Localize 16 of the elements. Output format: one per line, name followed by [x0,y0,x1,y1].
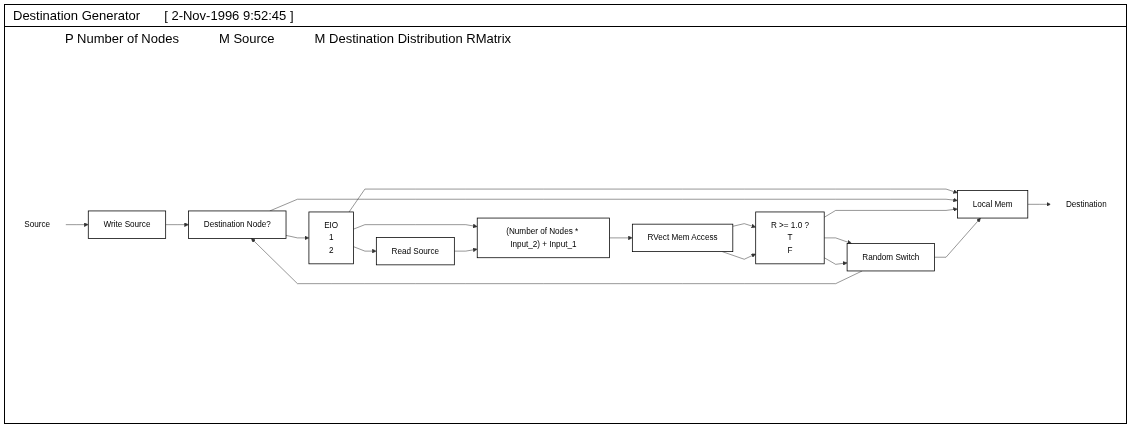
node-text: Destination [1065,199,1107,209]
node-box: EIO 1 2 [308,211,354,265]
node-box: RVect Mem Access [631,223,734,253]
node-box: Local Mem [957,190,1029,219]
timestamp: [ 2-Nov-1996 9:52:45 ] [164,8,294,23]
node-box: (Number of Nodes * Input_2) + Input_1 [476,217,610,259]
node-box: Destination Node? [188,210,287,239]
node-box: Write Source [87,210,167,239]
node-box: R >= 1.0 ? T F [755,211,825,265]
memory-label: M Destination Distribution RMatrix [314,31,512,46]
node-box: Random Switch [846,243,935,272]
memory-label: M Source [218,31,275,46]
diagram-title: Destination Generator [13,8,141,23]
parameter-label: P Number of Nodes [65,31,179,46]
node-text: Source [24,220,51,229]
node-box: Read Source [375,237,455,266]
